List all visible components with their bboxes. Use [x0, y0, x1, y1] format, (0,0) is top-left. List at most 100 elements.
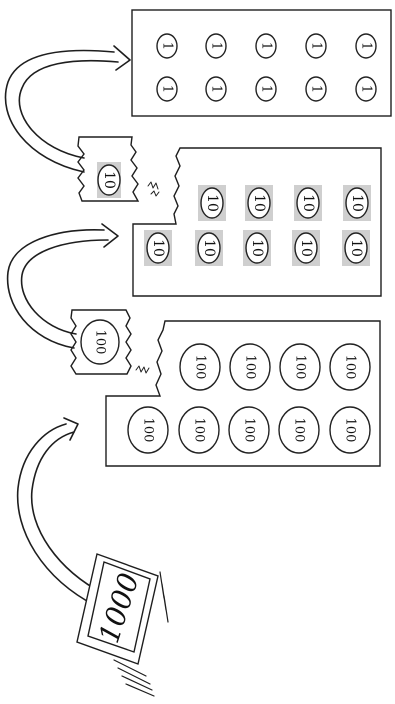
coin-circle — [200, 187, 224, 219]
tear-marks — [147, 181, 160, 197]
coin-label: 1 — [209, 85, 224, 93]
coin-circle — [156, 76, 178, 102]
hundreds-coin: 100 — [279, 343, 321, 391]
arrow-hundreds-to-tens — [6, 223, 119, 349]
torn-tens-coin — [97, 164, 121, 196]
tens-coin: 10 — [342, 230, 370, 266]
coin-circle — [247, 187, 271, 219]
hundreds-coin: 100 — [179, 343, 221, 391]
coin-circle — [229, 343, 271, 391]
coin-label: 10 — [349, 194, 365, 212]
coin-label: 100 — [292, 418, 307, 443]
coin-label: 1 — [259, 85, 274, 93]
coin-circle — [329, 406, 371, 454]
torn-hundreds-piece: 100 — [70, 309, 150, 375]
coin-circle — [146, 232, 170, 264]
coin-circle — [228, 406, 270, 454]
arrow-tens-to-ones — [4, 45, 131, 173]
coin-circle — [178, 406, 220, 454]
coin-circle — [127, 406, 169, 454]
coin-circle — [197, 232, 221, 264]
coin-circle — [344, 232, 368, 264]
hundreds-coin: 100 — [329, 406, 371, 454]
arrow-bill-to-hundreds — [16, 417, 105, 607]
coin-circle — [255, 76, 277, 102]
coin-label: 100 — [293, 355, 308, 380]
coin-label: 100 — [243, 355, 258, 380]
hundreds-coin: 100 — [228, 406, 270, 454]
torn-tens-piece: 10 — [77, 136, 160, 202]
coin-label: 10 — [204, 194, 220, 212]
coin-label: 10 — [249, 239, 265, 257]
tens-coin: 10 — [195, 230, 223, 266]
ones-coin: 1 — [355, 76, 377, 102]
arrowhead — [101, 223, 119, 248]
coin-label: 100 — [141, 418, 156, 443]
tens-coin: 10 — [294, 185, 322, 221]
ones-panel: 1 1 1 1 1 1 1 1 1 1 — [131, 9, 392, 117]
bill-stack-edges — [113, 659, 155, 697]
coin-circle — [329, 343, 371, 391]
tens-panel: 10 10 10 10 10 10 10 10 10 — [132, 147, 382, 297]
coin-circle — [205, 33, 227, 59]
coin-label: 1 — [160, 85, 175, 93]
thousand-bill-stack: 1000 — [76, 553, 169, 697]
coin-label: 100 — [192, 418, 207, 443]
coin-circle — [355, 33, 377, 59]
coin-label: 10 — [201, 239, 217, 257]
coin-label: 100 — [193, 355, 208, 380]
coin-label: 1 — [309, 42, 324, 50]
arrowhead — [113, 45, 131, 71]
tens-coin: 10 — [198, 185, 226, 221]
coin-label: 100 — [242, 418, 257, 443]
coin-label: 1 — [359, 85, 374, 93]
coin-label: 10 — [348, 239, 364, 257]
tens-coin: 10 — [243, 230, 271, 266]
coin-label: 1 — [160, 42, 175, 50]
coin-circle — [179, 343, 221, 391]
arrowhead — [63, 417, 79, 441]
ones-coin: 1 — [255, 76, 277, 102]
tens-coin: 10 — [343, 185, 371, 221]
coin-circle — [345, 187, 369, 219]
coin-label: 10 — [251, 194, 267, 212]
torn-hundreds-coin-label: 100 — [93, 330, 108, 355]
ones-coin: 1 — [205, 33, 227, 59]
coin-circle — [245, 232, 269, 264]
ones-coins: 1 1 1 1 1 1 1 1 1 1 — [156, 33, 377, 102]
hundreds-coin: 100 — [178, 406, 220, 454]
torn-tens-coin-label: 10 — [101, 171, 117, 189]
coin-circle — [296, 187, 320, 219]
hundreds-coin: 100 — [127, 406, 169, 454]
bill-stack-edges — [159, 571, 169, 623]
coin-circle — [294, 232, 318, 264]
coin-label: 10 — [300, 194, 316, 212]
coin-label: 1 — [309, 85, 324, 93]
ones-coin: 1 — [156, 33, 178, 59]
coin-circle — [279, 343, 321, 391]
coin-label: 1 — [259, 42, 274, 50]
tens-coin: 10 — [292, 230, 320, 266]
coin-circle — [205, 76, 227, 102]
tear-marks — [135, 365, 150, 374]
hundreds-coin: 100 — [229, 343, 271, 391]
coin-circle — [156, 33, 178, 59]
coin-circle — [278, 406, 320, 454]
hundreds-panel: 100 100 100 100 100 100 100 100 100 — [105, 320, 381, 467]
tens-coin: 10 — [245, 185, 273, 221]
coin-circle — [305, 76, 327, 102]
coin-label: 10 — [150, 239, 166, 257]
hundreds-coins: 100 100 100 100 100 100 100 100 100 — [127, 343, 371, 454]
coin-label: 1 — [209, 42, 224, 50]
hundreds-coin: 100 — [329, 343, 371, 391]
ones-coin: 1 — [205, 76, 227, 102]
coin-circle — [355, 76, 377, 102]
coin-label: 100 — [343, 355, 358, 380]
torn-hundreds-coin — [80, 319, 120, 365]
coin-circle — [255, 33, 277, 59]
coin-label: 1 — [359, 42, 374, 50]
hundreds-coin: 100 — [278, 406, 320, 454]
coin-circle — [305, 33, 327, 59]
ones-coin: 1 — [305, 76, 327, 102]
